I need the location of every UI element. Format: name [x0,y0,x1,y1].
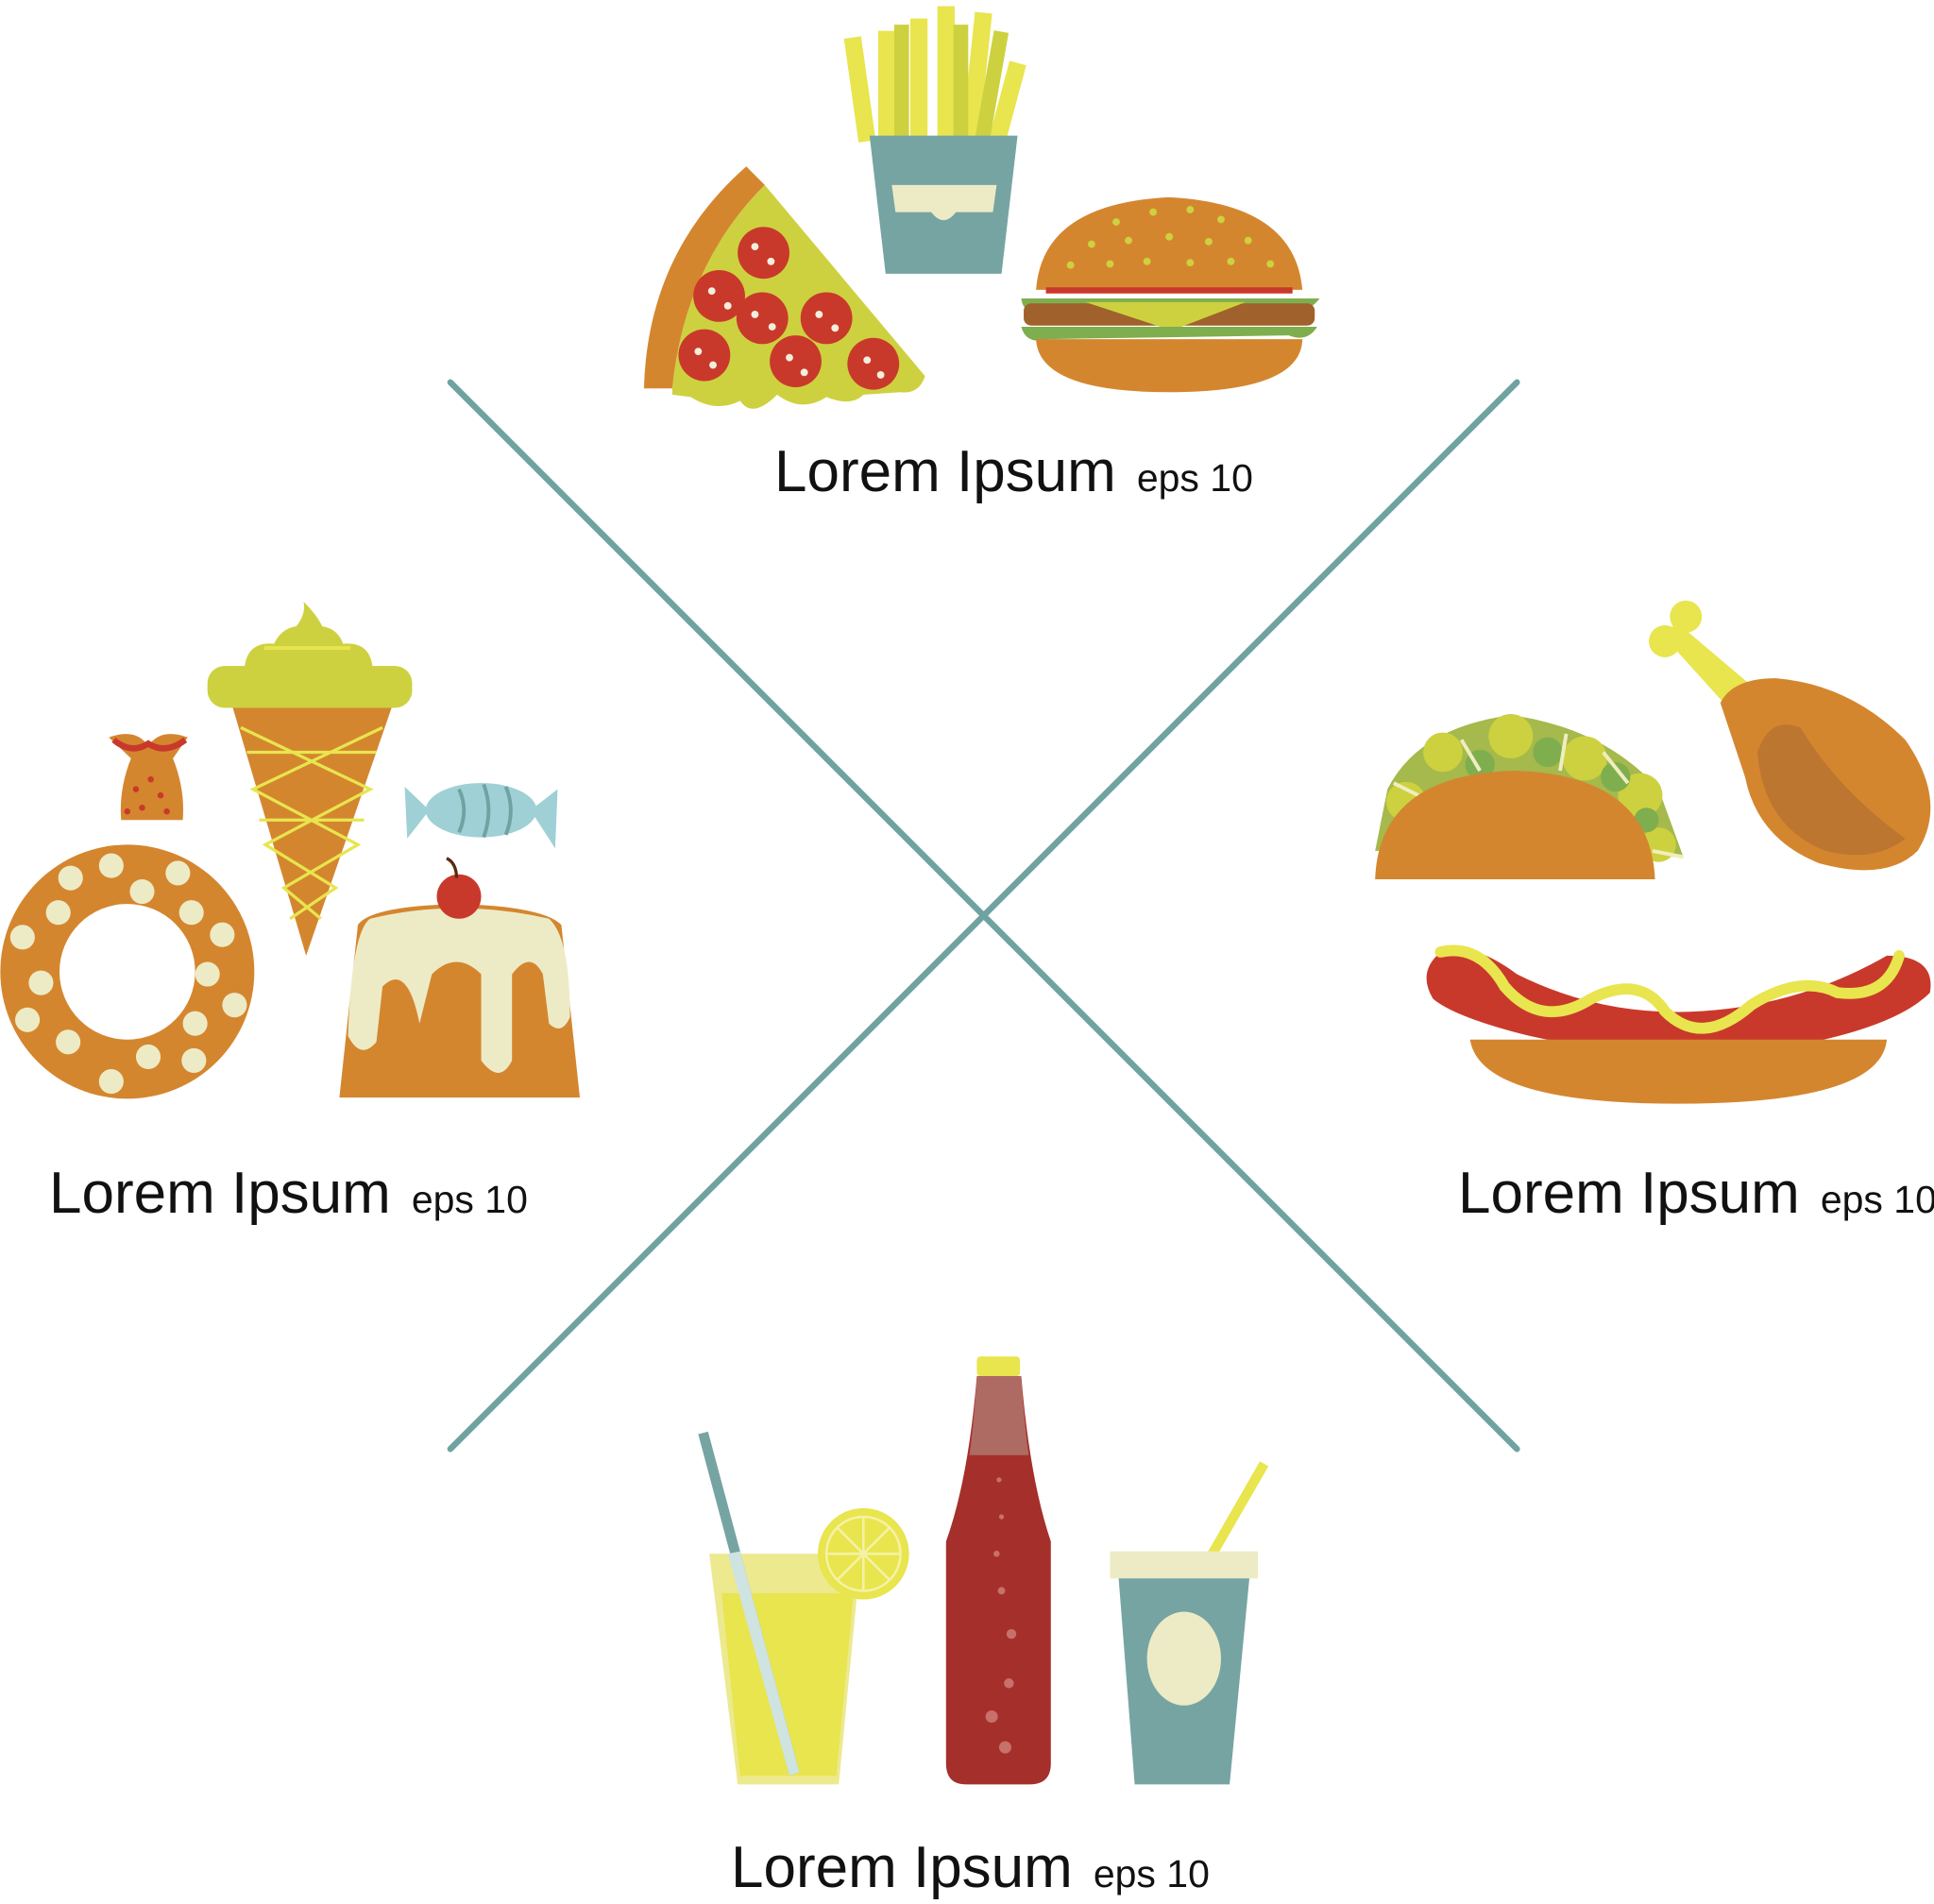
section-title: Lorem Ipsum [731,1835,1073,1900]
section-subtitle: eps 10 [1093,1852,1210,1896]
section-label-fast-food: Lorem Ipsum eps 10 [774,438,1253,505]
taco-icon [1375,714,1684,879]
lemonade-icon [698,1431,909,1785]
section-label-street-food: Lorem Ipsum eps 10 [1458,1160,1934,1227]
section-title: Lorem Ipsum [1458,1161,1800,1226]
fries-icon [843,6,1026,274]
soda-bottle-icon [945,1356,1051,1785]
divider-x [447,379,1520,1453]
section-label-sweets: Lorem Ipsum eps 10 [49,1160,528,1227]
chicken-leg-icon [1649,600,1931,871]
cake-icon [339,857,581,1098]
section-title: Lorem Ipsum [49,1161,391,1226]
section-title: Lorem Ipsum [774,439,1116,504]
section-subtitle: eps 10 [411,1178,528,1221]
burger-icon [1021,196,1320,393]
candy-icon [404,783,558,849]
donut-icon [0,844,255,1099]
wrapped-candy-icon [109,734,188,821]
pizza-icon [643,166,925,409]
hot-dog-icon [1426,944,1931,1104]
section-subtitle: eps 10 [1820,1178,1934,1221]
section-subtitle: eps 10 [1136,456,1253,500]
section-label-drinks: Lorem Ipsum eps 10 [731,1834,1210,1901]
ice-cream-icon [207,602,413,956]
cup-icon [1110,1461,1269,1785]
